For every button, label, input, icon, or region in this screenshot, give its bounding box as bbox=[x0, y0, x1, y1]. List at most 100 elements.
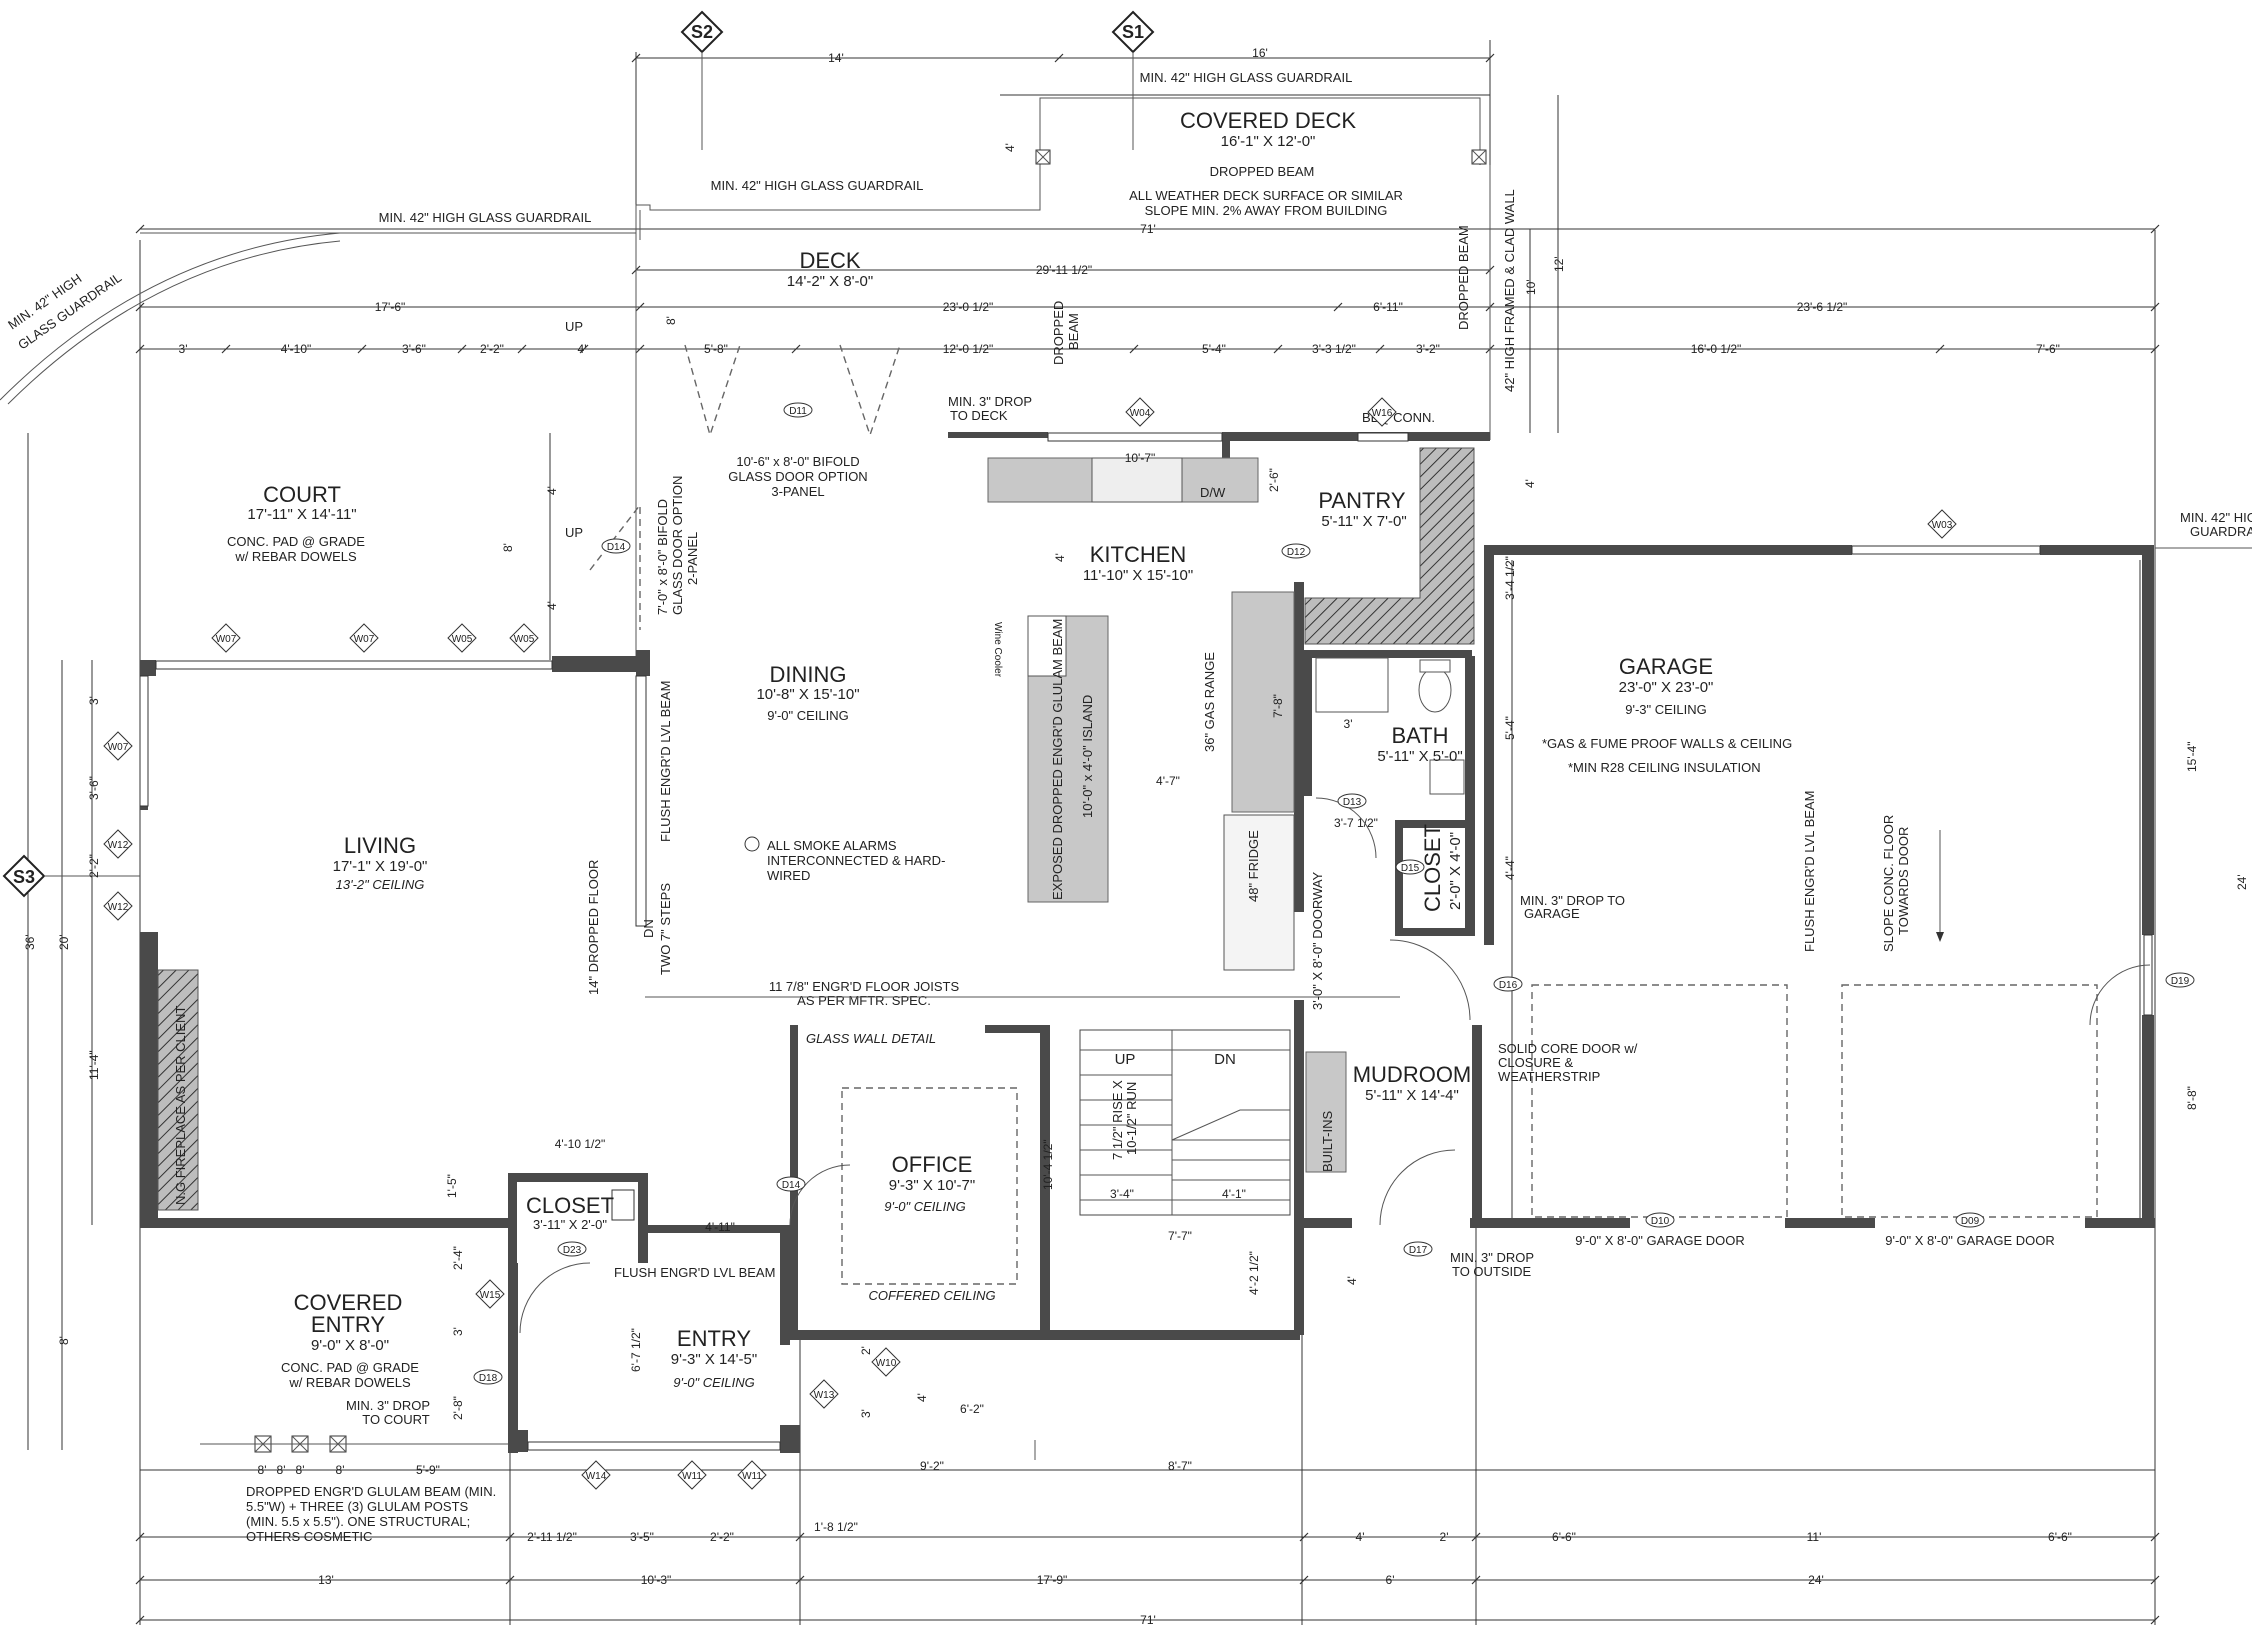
dim-label: 2'-2" bbox=[480, 342, 504, 356]
dim-label: 4'-10 1/2" bbox=[555, 1137, 606, 1151]
room-name: COVERED DECK bbox=[1180, 108, 1356, 133]
room-living: LIVING 17'-1" X 19'-0" 13'-2" CEILING bbox=[333, 833, 428, 892]
dim-label: 8' bbox=[258, 1463, 267, 1477]
room-closet-bath: CLOSET 2'-0" X 4'-0" bbox=[1420, 824, 1464, 912]
dim-label: 3'-4" bbox=[1110, 1187, 1134, 1201]
door-tag: D11 bbox=[789, 406, 807, 417]
dim-label: 14' bbox=[828, 51, 844, 65]
dim-label: 3' bbox=[179, 342, 188, 356]
note-beam: FLUSH ENGR'D LVL BEAM bbox=[1802, 791, 1817, 952]
room-ceiling: 13'-2" CEILING bbox=[336, 877, 425, 892]
note-doorway: 3'-0" X 8'-0" DOORWAY bbox=[1310, 871, 1325, 1010]
door-tag: D14 bbox=[782, 1180, 801, 1191]
door-tag: D23 bbox=[563, 1245, 582, 1256]
dim-label: 3' bbox=[1344, 717, 1353, 731]
window-tag: W13 bbox=[814, 1390, 835, 1401]
note-range: 36" GAS RANGE bbox=[1202, 652, 1217, 752]
note-builtins: BUILT-INS bbox=[1320, 1111, 1335, 1172]
dim-label: 10'-4 1/2" bbox=[1041, 1139, 1055, 1190]
dim-label: 6'-6" bbox=[1552, 1530, 1576, 1544]
room-name: PANTRY bbox=[1318, 488, 1406, 513]
dim-label: 3'-6" bbox=[402, 342, 426, 356]
room-ceiling: 9'-0" CEILING bbox=[673, 1375, 755, 1390]
dim-label: 4'-1" bbox=[1222, 1187, 1246, 1201]
door-tag: D15 bbox=[1401, 863, 1420, 874]
note-island: 10'-0" x 4'-0" ISLAND bbox=[1080, 695, 1095, 818]
note-beam: BEAM bbox=[1066, 313, 1081, 350]
dim-label: 4' bbox=[1356, 1530, 1365, 1544]
dim-label: 5'-4" bbox=[1503, 716, 1517, 740]
room-name: DINING bbox=[770, 662, 847, 687]
window-tag: W07 bbox=[216, 634, 237, 645]
room-deck: DECK 14'-2" X 8'-0" bbox=[787, 248, 873, 290]
dim-label: 71' bbox=[1140, 222, 1156, 236]
tags: D11 W04 W16 D14 D12 W07 W07 W05 W05 W03 … bbox=[103, 397, 2195, 1490]
room-size: 16'-1" X 12'-0" bbox=[1221, 133, 1316, 150]
door-tag: D13 bbox=[1343, 797, 1362, 808]
dim-label: 2'-2" bbox=[710, 1530, 734, 1544]
room-name: KITCHEN bbox=[1090, 542, 1187, 567]
dim-label: 4' bbox=[545, 601, 559, 610]
dim-label: 16' bbox=[1252, 46, 1268, 60]
note-bifold: 2-PANEL bbox=[685, 532, 700, 585]
dim-label: 13' bbox=[318, 1573, 334, 1587]
dim-label: 10'-7" bbox=[1125, 451, 1156, 465]
windows bbox=[139, 432, 2153, 1451]
room-name: OFFICE bbox=[892, 1152, 973, 1177]
room-note: TO COURT bbox=[362, 1412, 429, 1427]
dim-label: 4' bbox=[545, 486, 559, 495]
window-tag: W07 bbox=[108, 742, 129, 753]
note-slope: TOWARDS DOOR bbox=[1896, 827, 1911, 935]
room-garage: GARAGE 23'-0" X 23'-0" 9'-3" CEILING *GA… bbox=[1542, 654, 1792, 775]
window-tag: W05 bbox=[514, 634, 535, 645]
window-tag: W07 bbox=[354, 634, 375, 645]
dim-label: 29'-11 1/2" bbox=[1036, 263, 1092, 277]
room-note: CONC. PAD @ GRADE bbox=[227, 534, 365, 549]
dim-label: 36' bbox=[23, 934, 37, 950]
note-glulam: DROPPED ENGR'D GLULAM BEAM (MIN. bbox=[246, 1484, 496, 1499]
dim-label: 3' bbox=[859, 1409, 873, 1418]
dim-label: 3'-4 1/2" bbox=[1503, 556, 1517, 600]
note-drop: TO DECK bbox=[950, 408, 1008, 423]
note-wall: 42" HIGH FRAMED & CLAD WALL bbox=[1502, 189, 1517, 392]
note-bifold: 3-PANEL bbox=[771, 484, 824, 499]
window-tag: W04 bbox=[1130, 408, 1151, 419]
window-tag: W03 bbox=[1932, 520, 1953, 531]
dim-label: 6'-7 1/2" bbox=[629, 1328, 643, 1372]
room-covered-entry: COVERED ENTRY 9'-0" X 8'-0" CONC. PAD @ … bbox=[281, 1290, 430, 1427]
dim-label: 6'-6" bbox=[2048, 1530, 2072, 1544]
note-door: WEATHERSTRIP bbox=[1498, 1069, 1600, 1084]
room-note: w/ REBAR DOWELS bbox=[288, 1375, 411, 1390]
note-smoke: WIRED bbox=[767, 868, 810, 883]
note-stair-up: UP bbox=[1115, 1051, 1136, 1068]
note-smoke: INTERCONNECTED & HARD- bbox=[767, 853, 945, 868]
fixtures bbox=[157, 447, 1475, 1221]
dim-label: 2'-2" bbox=[87, 854, 101, 878]
dim-label: 8'-7" bbox=[1168, 1459, 1192, 1473]
dim-label: 3'-7 1/2" bbox=[1334, 816, 1378, 830]
dim-label: 12' bbox=[1552, 256, 1566, 272]
room-closet-entry: CLOSET 3'-11" X 2'-0" bbox=[526, 1193, 614, 1232]
dim-label: 11'-4" bbox=[87, 1050, 101, 1080]
note-bifold: 7'-0" x 8'-0" BIFOLD bbox=[655, 499, 670, 615]
note-slope: SLOPE CONC. FLOOR bbox=[1881, 815, 1896, 952]
dim-label: 3'-2" bbox=[1416, 342, 1440, 356]
room-size: 10'-8" X 15'-10" bbox=[756, 686, 859, 703]
note-fireplace: N.G FIREPLACE AS PER CLIENT bbox=[173, 1006, 188, 1205]
room-entry: ENTRY 9'-3" X 14'-5" 9'-0" CEILING bbox=[671, 1326, 757, 1390]
dim-label: 8' bbox=[664, 316, 678, 325]
door-tag: D16 bbox=[1499, 980, 1518, 991]
note-guardrail: MIN. 42" HIGH GLASS GUARDRAIL bbox=[711, 178, 924, 193]
dim-label: 4'-10" bbox=[281, 342, 312, 356]
window-tag: W12 bbox=[108, 840, 129, 851]
note-stair: 7 1/2" RISE X bbox=[1110, 1080, 1125, 1160]
room-name: ENTRY bbox=[677, 1326, 751, 1351]
dim-label: 5'-4" bbox=[1202, 342, 1226, 356]
note-up: UP bbox=[565, 525, 583, 540]
dim-label: 2'-11 1/2" bbox=[527, 1530, 577, 1544]
room-covered-deck: COVERED DECK 16'-1" X 12'-0" DROPPED BEA… bbox=[1129, 108, 1403, 218]
dim-label: 3'-5" bbox=[630, 1530, 654, 1544]
door-tag: D14 bbox=[607, 542, 626, 553]
dim-label: 4' bbox=[1003, 143, 1017, 152]
